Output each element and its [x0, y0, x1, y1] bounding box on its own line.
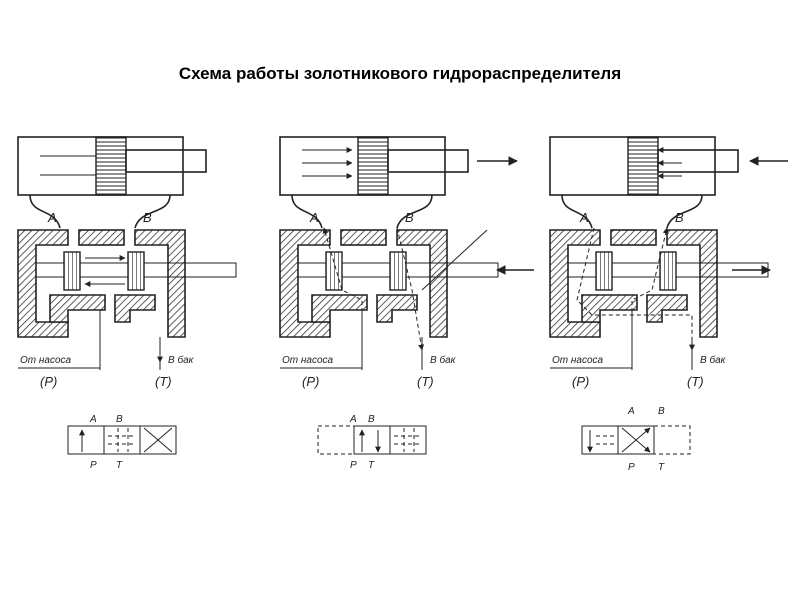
paren-p-label-3: (P): [572, 374, 589, 389]
sym-b-label-2: B: [368, 414, 375, 425]
sym-p-label-3: P: [628, 462, 635, 473]
sym-b-label-3: B: [658, 406, 665, 417]
paren-t-label-3: (T): [687, 374, 704, 389]
to-tank-label-2: В бак: [430, 354, 457, 366]
to-tank-label-1: В бак: [168, 354, 195, 366]
port-b-label-3: B: [675, 210, 684, 225]
from-pump-label-1: От насоса: [20, 355, 72, 366]
sym-a-label-2: A: [349, 414, 357, 425]
valve-symbol-neutral: [67, 425, 177, 455]
port-b-label-2: B: [405, 210, 414, 225]
sym-t-label-1: T: [116, 460, 123, 471]
paren-t-label-1: (T): [155, 374, 172, 389]
valve-symbol-left: [581, 425, 691, 455]
from-pump-label-2: От насоса: [282, 355, 334, 366]
paren-p-label-1: (P): [40, 374, 57, 389]
sym-p-label-2: P: [350, 460, 357, 471]
sym-p-label-1: P: [90, 460, 97, 471]
port-a-label-3: A: [579, 210, 589, 225]
panel-shifted-right: A B От насоса В бак (P) (T) A B P T: [279, 136, 534, 471]
paren-t-label-2: (T): [417, 374, 434, 389]
valve-symbol-right: [317, 425, 427, 455]
sym-a-label-1: A: [89, 414, 97, 425]
from-pump-label-3: От насоса: [552, 355, 604, 366]
diagram-title: Схема работы золотникового гидрораспреде…: [178, 64, 622, 83]
sym-a-label-3: A: [627, 406, 635, 417]
sym-t-label-2: T: [368, 460, 375, 471]
panel-shifted-left: A B От насоса В бак (P) (T) A B P T: [549, 136, 788, 473]
to-tank-label-3: В бак: [700, 354, 727, 366]
sym-b-label-1: B: [116, 414, 123, 425]
sym-t-label-3: T: [658, 462, 665, 473]
port-a-label-1: A: [47, 210, 57, 225]
paren-p-label-2: (P): [302, 374, 319, 389]
port-a-label-2: A: [309, 210, 319, 225]
port-b-label-1: B: [143, 210, 152, 225]
panel-neutral: A B От насоса В бак (P) (T) A B P T: [17, 136, 237, 471]
